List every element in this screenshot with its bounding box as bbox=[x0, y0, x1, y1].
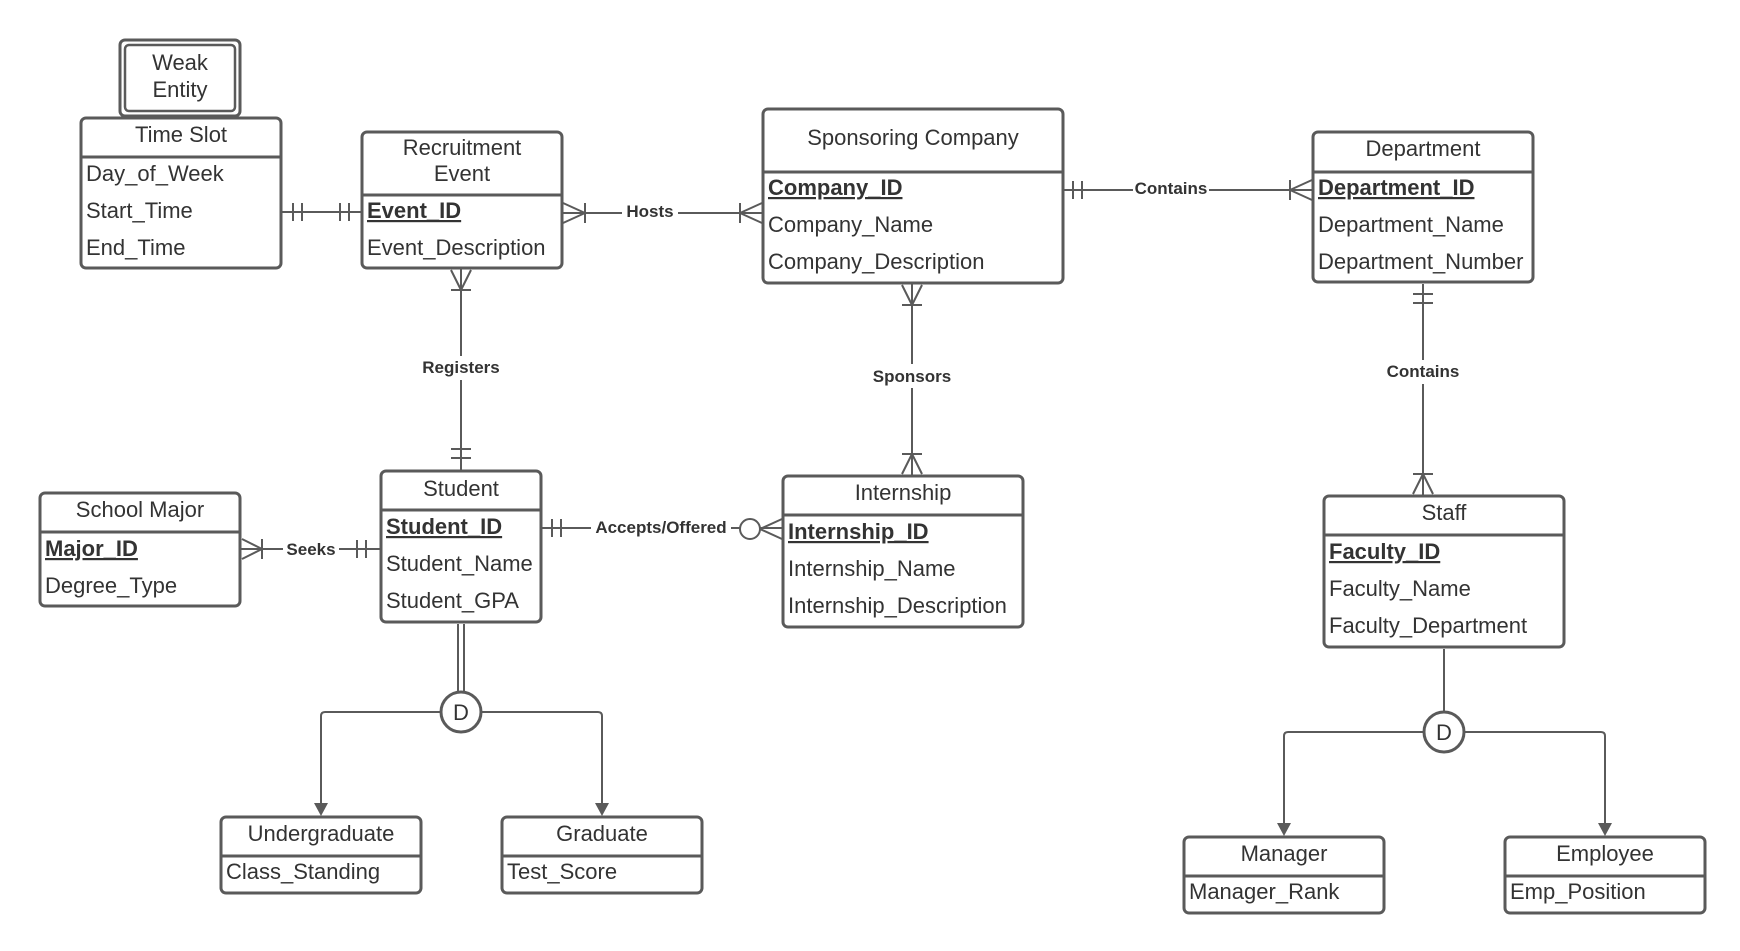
relationship-registers: Registers bbox=[422, 358, 499, 377]
entity-title: Department bbox=[1366, 136, 1481, 161]
entity-recruitment-event: Recruitment Event Event_ID Event_Descrip… bbox=[360, 130, 564, 270]
entity-sponsoring-company: Sponsoring Company Company_ID Company_Na… bbox=[761, 107, 1065, 285]
attribute: Test_Score bbox=[507, 859, 617, 884]
entity-undergraduate: Undergraduate Class_Standing bbox=[219, 815, 423, 895]
attribute: Event_Description bbox=[367, 235, 546, 260]
student-disjoint-marker: D bbox=[453, 700, 469, 725]
entity-time-slot: Time Slot Day_of_Week Start_Time End_Tim… bbox=[79, 116, 283, 270]
student-specialization: D bbox=[314, 624, 609, 816]
attribute: Department_Name bbox=[1318, 212, 1504, 237]
entity-graduate: Graduate Test_Score bbox=[500, 815, 704, 895]
entity-title-line1: Recruitment bbox=[403, 135, 522, 160]
attribute: Student_Name bbox=[386, 551, 533, 576]
attribute: Internship_Name bbox=[788, 556, 956, 581]
connector-timeslot-event bbox=[282, 203, 361, 221]
connector-company-department: Contains bbox=[1062, 178, 1313, 201]
primary-key: Event_ID bbox=[367, 198, 461, 223]
connector-department-staff: Contains bbox=[1382, 284, 1464, 495]
relationship-accepts-offered: Accepts/Offered bbox=[595, 518, 726, 537]
attribute: Faculty_Department bbox=[1329, 613, 1527, 638]
attribute: Internship_Description bbox=[788, 593, 1007, 618]
attribute: End_Time bbox=[86, 235, 185, 260]
primary-key: Company_ID bbox=[768, 175, 902, 200]
relationship-contains-top: Contains bbox=[1135, 179, 1208, 198]
connector-company-internship: Sponsors bbox=[866, 284, 958, 475]
entity-title: Student bbox=[423, 476, 499, 501]
entity-title: Undergraduate bbox=[248, 821, 395, 846]
weak-entity-legend: Weak Entity bbox=[118, 38, 242, 118]
attribute: Faculty_Name bbox=[1329, 576, 1471, 601]
primary-key: Student_ID bbox=[386, 514, 502, 539]
entity-student: Student Student_ID Student_Name Student_… bbox=[379, 469, 543, 624]
relationship-contains-side: Contains bbox=[1387, 362, 1460, 381]
entity-title: Employee bbox=[1556, 841, 1654, 866]
entity-title: Graduate bbox=[556, 821, 648, 846]
staff-specialization: D bbox=[1277, 649, 1612, 836]
relationship-hosts: Hosts bbox=[626, 202, 673, 221]
primary-key: Department_ID bbox=[1318, 175, 1474, 200]
attribute: Department_Number bbox=[1318, 249, 1523, 274]
entity-title: Staff bbox=[1422, 500, 1468, 525]
attribute: Day_of_Week bbox=[86, 161, 225, 186]
entity-title: Sponsoring Company bbox=[807, 125, 1019, 150]
entity-staff: Staff Faculty_ID Faculty_Name Faculty_De… bbox=[1322, 494, 1566, 649]
entity-manager: Manager Manager_Rank bbox=[1182, 835, 1386, 915]
entity-school-major: School Major Major_ID Degree_Type bbox=[38, 491, 242, 608]
connector-major-student: Seeks bbox=[241, 538, 380, 560]
attribute: Start_Time bbox=[86, 198, 193, 223]
attribute: Degree_Type bbox=[45, 573, 177, 598]
weak-entity-label-line1: Weak bbox=[152, 50, 209, 75]
connector-event-company: Hosts bbox=[562, 201, 763, 224]
connector-event-student: Registers bbox=[416, 269, 506, 471]
connector-student-internship: Accepts/Offered bbox=[542, 516, 783, 540]
primary-key: Internship_ID bbox=[788, 519, 929, 544]
entity-title-line2: Event bbox=[434, 161, 490, 186]
entity-internship: Internship Internship_ID Internship_Name… bbox=[781, 474, 1025, 629]
weak-entity-label-line2: Entity bbox=[152, 77, 207, 102]
entity-department: Department Department_ID Department_Name… bbox=[1311, 130, 1535, 284]
staff-disjoint-marker: D bbox=[1436, 720, 1452, 745]
entity-title: Time Slot bbox=[135, 122, 227, 147]
relationship-seeks: Seeks bbox=[286, 540, 335, 559]
primary-key: Major_ID bbox=[45, 536, 138, 561]
primary-key: Faculty_ID bbox=[1329, 539, 1440, 564]
attribute: Company_Name bbox=[768, 212, 933, 237]
attribute: Manager_Rank bbox=[1189, 879, 1340, 904]
relationship-sponsors: Sponsors bbox=[873, 367, 951, 386]
attribute: Class_Standing bbox=[226, 859, 380, 884]
attribute: Company_Description bbox=[768, 249, 984, 274]
entity-title: School Major bbox=[76, 497, 204, 522]
attribute: Student_GPA bbox=[386, 588, 519, 613]
entity-title: Internship bbox=[855, 480, 952, 505]
attribute: Emp_Position bbox=[1510, 879, 1646, 904]
entity-title: Manager bbox=[1241, 841, 1328, 866]
entity-employee: Employee Emp_Position bbox=[1503, 835, 1707, 915]
